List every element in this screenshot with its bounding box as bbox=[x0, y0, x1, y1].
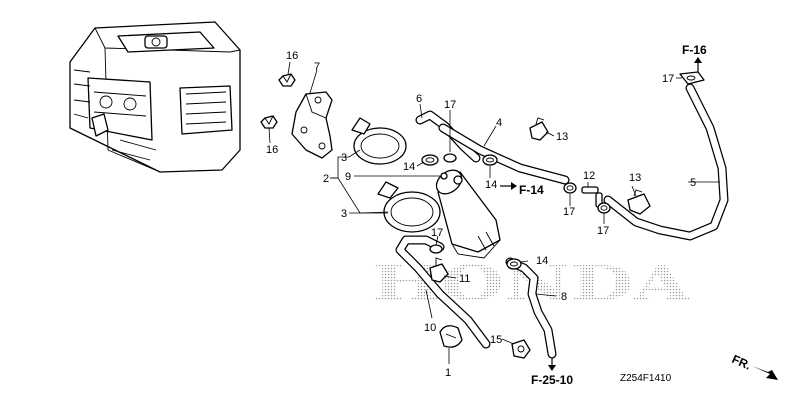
callout-9: 9 bbox=[345, 171, 351, 183]
clip-17-d bbox=[429, 244, 443, 254]
clip-14-a bbox=[421, 154, 439, 166]
callout-8: 8 bbox=[561, 291, 567, 303]
bolt-16-lower bbox=[260, 115, 278, 129]
callout-16-upper: 16 bbox=[286, 50, 298, 62]
clip-11 bbox=[429, 257, 449, 283]
callout-3-upper: 3 bbox=[341, 152, 347, 164]
arrow-f2510 bbox=[548, 358, 556, 371]
hose-6 bbox=[415, 110, 481, 163]
callout-13-right: 13 bbox=[629, 172, 641, 184]
clamp-15 bbox=[511, 339, 531, 359]
callout-17-top: 17 bbox=[662, 73, 674, 85]
callout-16-lower: 16 bbox=[266, 144, 278, 156]
callout-4: 4 bbox=[496, 117, 502, 129]
callout-10: 10 bbox=[424, 322, 436, 334]
ref-f14: F-14 bbox=[519, 183, 544, 197]
clip-14-b bbox=[482, 154, 498, 166]
clip-13-left bbox=[529, 117, 549, 141]
callout-6: 6 bbox=[416, 93, 422, 105]
arrow-f16 bbox=[694, 57, 702, 72]
grommet-17-top bbox=[679, 71, 705, 85]
ref-f16: F-16 bbox=[682, 43, 707, 57]
clip-17-b bbox=[563, 182, 577, 194]
hose-8 bbox=[505, 257, 557, 359]
band-3-upper bbox=[351, 117, 407, 165]
callout-17-c: 17 bbox=[597, 225, 609, 237]
band-3-lower bbox=[377, 181, 441, 233]
generator-unit bbox=[69, 21, 241, 173]
callout-13-left: 13 bbox=[556, 131, 568, 143]
callout-14-c: 14 bbox=[536, 255, 548, 267]
bracket-7 bbox=[291, 91, 333, 159]
hose-5 bbox=[603, 83, 729, 241]
hose-10 bbox=[395, 235, 491, 349]
callout-2: 2 bbox=[323, 173, 329, 185]
hose-4 bbox=[438, 123, 570, 185]
clip-17-a bbox=[443, 153, 457, 163]
callout-3-lower: 3 bbox=[341, 208, 347, 220]
joint-12 bbox=[581, 186, 603, 208]
callout-17-b: 17 bbox=[563, 206, 575, 218]
clip-17-c bbox=[597, 202, 611, 214]
front-arrow bbox=[752, 366, 778, 380]
callout-7: 7 bbox=[314, 61, 320, 73]
front-label: FR. bbox=[730, 352, 753, 373]
ref-f2510: F-25-10 bbox=[531, 373, 573, 387]
callout-17-a: 17 bbox=[444, 99, 456, 111]
callout-1: 1 bbox=[445, 367, 451, 379]
arrow-f14 bbox=[500, 182, 517, 190]
clip-13-right bbox=[627, 189, 651, 215]
callout-5: 5 bbox=[690, 177, 696, 189]
clamp-1 bbox=[439, 325, 463, 348]
callout-14-a: 14 bbox=[403, 161, 415, 173]
callout-14-b: 14 bbox=[485, 179, 497, 191]
callout-17-d: 17 bbox=[431, 227, 443, 239]
callout-15: 15 bbox=[490, 334, 502, 346]
drawing-code: Z254F1410 bbox=[620, 373, 672, 384]
clip-14-c bbox=[506, 258, 522, 270]
callout-11: 11 bbox=[459, 273, 470, 285]
bolt-16-upper bbox=[278, 73, 296, 87]
leader-lines bbox=[268, 61, 720, 364]
canister-2 bbox=[435, 169, 501, 259]
callout-12: 12 bbox=[583, 170, 595, 182]
